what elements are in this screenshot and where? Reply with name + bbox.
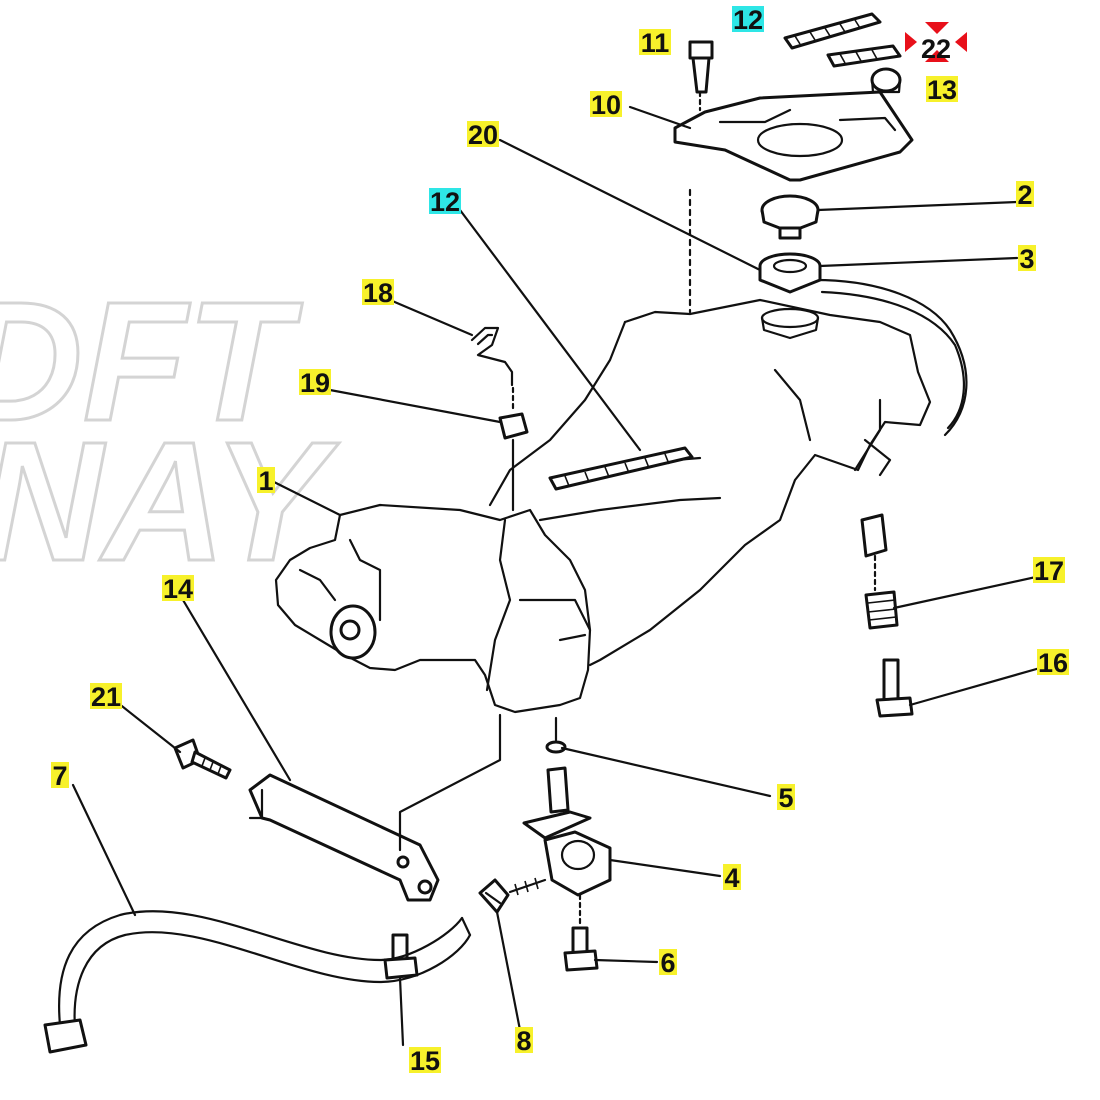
callout-c12a: 12 — [732, 5, 764, 35]
part-10-mounting-plate — [673, 90, 914, 182]
part-22-strip — [826, 44, 902, 68]
callout-c11: 11 — [639, 28, 671, 58]
callout-c4: 4 — [723, 863, 741, 893]
watermark-line-1: DFT — [0, 267, 303, 457]
callout-c16: 16 — [1037, 648, 1069, 678]
callout-number: 10 — [591, 90, 621, 120]
callout-highlight — [659, 949, 677, 975]
callout-c10: 10 — [590, 90, 622, 120]
callout-highlight — [409, 1047, 441, 1073]
callout-c18: 18 — [362, 278, 394, 308]
callout-c1: 1 — [257, 466, 275, 496]
callout-c17: 17 — [1033, 556, 1065, 586]
callout-number: 6 — [660, 948, 675, 978]
marker-arrow-right — [955, 32, 967, 52]
callout-highlight — [162, 575, 194, 601]
callout-c2: 2 — [1016, 180, 1034, 210]
callout-number: 2 — [1017, 180, 1032, 210]
callout-number: 12 — [430, 187, 460, 217]
callout-c8: 8 — [515, 1026, 533, 1056]
part-15-bolt — [383, 933, 419, 980]
part-3-cap-gasket — [758, 252, 822, 294]
marker-arrow-bottom — [925, 50, 949, 62]
part-16-bolt — [875, 658, 914, 718]
part-19-grommet — [498, 386, 529, 512]
callout-highlight — [723, 864, 741, 890]
part-12-tank-strip — [548, 446, 694, 491]
callout-highlight — [1018, 245, 1036, 271]
breather-hose — [813, 278, 968, 437]
fuel-tank — [274, 298, 932, 714]
callout-c6: 6 — [659, 948, 677, 978]
callout-c19: 19 — [299, 368, 331, 398]
callout-highlight — [51, 762, 69, 788]
part-8-hose-clip — [478, 878, 510, 914]
watermark: DFT NAY — [0, 266, 341, 599]
callout-number: 19 — [300, 368, 330, 398]
callout-number: 5 — [778, 783, 793, 813]
part-13-grommet — [870, 67, 902, 94]
callout-number: 12 — [733, 5, 763, 35]
callout-number: 18 — [363, 278, 393, 308]
callout-c15: 15 — [409, 1046, 441, 1076]
callout-highlight — [362, 279, 394, 305]
part-7-fuel-hose — [43, 910, 472, 1054]
watermark-line-2: NAY — [0, 407, 340, 597]
callout-c13: 13 — [926, 75, 958, 105]
callout-highlight — [429, 188, 461, 214]
part-18-breather-pipe — [470, 326, 514, 387]
part-17-damper — [860, 513, 899, 630]
callout-c5: 5 — [777, 783, 795, 813]
callout-number: 14 — [163, 574, 193, 604]
callout-number: 16 — [1038, 648, 1068, 678]
callout-number: 21 — [91, 682, 121, 712]
callout-highlight — [639, 29, 671, 55]
callout-number: 1 — [258, 466, 273, 496]
callout-highlight — [1033, 557, 1065, 583]
callout-highlight — [467, 121, 499, 147]
callout-c12b: 12 — [429, 187, 461, 217]
part-2-fuel-cap — [760, 194, 820, 240]
part-5-o-ring — [545, 740, 567, 754]
part-4-fuel-cock — [508, 716, 612, 927]
part-12-top-strip — [783, 12, 882, 50]
callout-c7: 7 — [51, 761, 69, 791]
callout-c3: 3 — [1018, 244, 1036, 274]
callout-highlight — [590, 91, 622, 117]
callout-c21: 21 — [90, 682, 122, 712]
callout-number: 17 — [1034, 556, 1064, 586]
callout-number: 13 — [927, 75, 957, 105]
callout-number: 4 — [724, 863, 739, 893]
callout-c14: 14 — [162, 574, 194, 604]
callout-highlight — [732, 6, 764, 32]
part-6-bolt — [563, 926, 599, 972]
red-selection-marker — [905, 22, 967, 62]
callout-highlight — [1016, 181, 1034, 207]
callout-highlight — [926, 76, 958, 102]
marker-arrow-left — [905, 32, 917, 52]
callout-c22: 22 — [921, 34, 951, 64]
callout-number: 20 — [468, 120, 498, 150]
callout-highlight — [1037, 649, 1069, 675]
callout-number: 8 — [516, 1026, 531, 1056]
part-14-bracket — [248, 713, 502, 902]
callout-number: 11 — [641, 28, 670, 58]
leader-lines — [71, 105, 1047, 1047]
marker-arrow-top — [925, 22, 949, 34]
callout-c20: 20 — [467, 120, 499, 150]
callout-highlight — [777, 784, 795, 810]
callout-number: 7 — [52, 761, 67, 791]
callout-highlight — [299, 369, 331, 395]
callout-highlight — [257, 467, 275, 493]
callout-highlight — [90, 683, 122, 709]
callout-number: 22 — [921, 34, 951, 64]
callout-number: 3 — [1019, 244, 1034, 274]
callout-number: 15 — [410, 1046, 440, 1076]
callout-highlight — [515, 1027, 533, 1053]
part-11-bolt — [688, 40, 714, 112]
part-21-bolt — [173, 738, 232, 780]
